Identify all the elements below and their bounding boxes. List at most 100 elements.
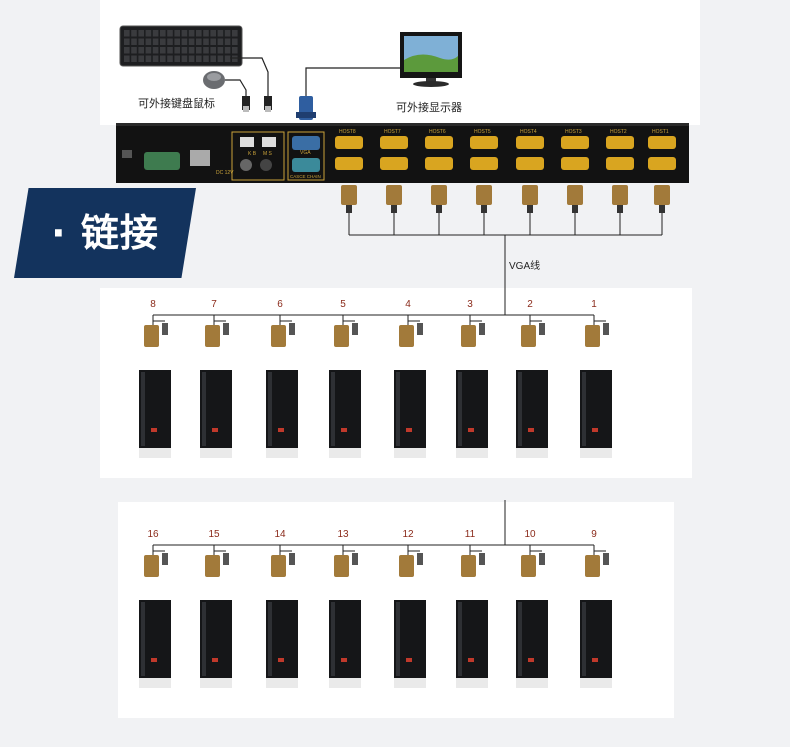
computer-tower-icon bbox=[139, 600, 171, 688]
kvm-port-label: HOST2 bbox=[610, 129, 627, 135]
vga-port-icon bbox=[380, 157, 408, 170]
usb-kb-label: K B bbox=[248, 151, 257, 157]
vga-port-icon bbox=[606, 136, 634, 149]
computer-tower-icon bbox=[456, 370, 488, 458]
kvm-port-label: HOST8 bbox=[339, 129, 356, 135]
cascade-label: CASCE CHAIN bbox=[290, 174, 321, 179]
dc-label: DC 12V bbox=[216, 170, 234, 176]
cascade-port-icon bbox=[292, 158, 320, 172]
computer-tower-icon bbox=[516, 370, 548, 458]
computer-tower-icon bbox=[139, 370, 171, 458]
vga-port-icon bbox=[335, 136, 363, 149]
vga-connector-icon bbox=[341, 185, 357, 205]
port-number: 12 bbox=[402, 529, 414, 540]
vga-connector-icon bbox=[271, 555, 286, 577]
link-badge: · 链接 bbox=[14, 188, 196, 278]
vga-port-icon bbox=[470, 157, 498, 170]
usb-plugs-icon bbox=[242, 96, 272, 112]
mouse-icon bbox=[203, 71, 225, 89]
vga-connector-icon bbox=[654, 185, 670, 205]
serial-port-icon bbox=[144, 152, 180, 170]
vga-connector-icon bbox=[399, 325, 414, 347]
keyboard-icon bbox=[119, 25, 243, 67]
vga-port-icon bbox=[561, 157, 589, 170]
usb-plug-icon bbox=[417, 553, 423, 565]
vga-connector-icon bbox=[461, 555, 476, 577]
vga-port-icon bbox=[470, 136, 498, 149]
usb-plug-icon bbox=[539, 323, 545, 335]
usb-ms-label: M S bbox=[263, 151, 273, 157]
usb-plug-icon bbox=[417, 323, 423, 335]
usb-plug-icon bbox=[223, 553, 229, 565]
kvm-port-label: HOST3 bbox=[565, 129, 582, 135]
row2-computers bbox=[139, 553, 612, 688]
vga-connector-icon bbox=[585, 555, 600, 577]
row1-computers bbox=[139, 323, 612, 458]
kvm-port-label: HOST6 bbox=[429, 129, 446, 135]
usb-plug-icon bbox=[162, 323, 168, 335]
computer-tower-icon bbox=[329, 600, 361, 688]
vga-connector-icon bbox=[271, 325, 286, 347]
computer-tower-icon bbox=[266, 370, 298, 458]
port-number: 14 bbox=[274, 529, 286, 540]
vga-connector-icon bbox=[334, 555, 349, 577]
vga-port-icon bbox=[516, 157, 544, 170]
computer-tower-icon bbox=[329, 370, 361, 458]
vga-connector-icon bbox=[144, 555, 159, 577]
usb-plug-icon bbox=[223, 323, 229, 335]
vga-label: VGA bbox=[300, 150, 311, 156]
usb-plug-icon bbox=[162, 553, 168, 565]
vga-out-port-icon bbox=[292, 136, 320, 150]
vga-connector-icon bbox=[334, 325, 349, 347]
port-number: 1 bbox=[591, 299, 597, 310]
port-number: 2 bbox=[527, 299, 533, 310]
kvm-port-label: HOST1 bbox=[652, 129, 669, 135]
vga-port-icon bbox=[516, 136, 544, 149]
vga-connector-icon bbox=[431, 185, 447, 205]
usb-plug-icon bbox=[539, 553, 545, 565]
monitor-icon bbox=[400, 32, 462, 87]
usb-plug-icon bbox=[479, 553, 485, 565]
computer-tower-icon bbox=[266, 600, 298, 688]
vga-connector-icon bbox=[476, 185, 492, 205]
monitor-label: 可外接显示器 bbox=[396, 102, 462, 114]
vga-connector-icon bbox=[522, 185, 538, 205]
port-number: 16 bbox=[147, 529, 159, 540]
vga-port-icon bbox=[425, 136, 453, 149]
usb-plug-icon bbox=[479, 323, 485, 335]
port-number: 15 bbox=[208, 529, 220, 540]
vga-connector-icon bbox=[205, 555, 220, 577]
port-number: 3 bbox=[467, 299, 473, 310]
computer-tower-icon bbox=[200, 600, 232, 688]
vga-port-icon bbox=[648, 136, 676, 149]
vga-connector-icon bbox=[399, 555, 414, 577]
vga-cable-bus bbox=[152, 185, 670, 555]
kvm-port-label: HOST4 bbox=[520, 129, 537, 135]
vga-port-icon bbox=[606, 157, 634, 170]
vga-connector-icon bbox=[461, 325, 476, 347]
vga-connector-icon bbox=[205, 325, 220, 347]
usb-plug-icon bbox=[603, 323, 609, 335]
keyboard-mouse-label: 可外接键盘鼠标 bbox=[138, 98, 215, 110]
computer-tower-icon bbox=[516, 600, 548, 688]
kvm-port-label: HOST7 bbox=[384, 129, 401, 135]
port-number: 10 bbox=[524, 529, 536, 540]
usb-cables bbox=[225, 57, 269, 98]
vga-connector-icon bbox=[521, 325, 536, 347]
vga-port-icon bbox=[380, 136, 408, 149]
port-number: 9 bbox=[591, 529, 597, 540]
monitor-cable bbox=[296, 67, 400, 120]
usb-plug-icon bbox=[352, 323, 358, 335]
usb-plug-icon bbox=[352, 553, 358, 565]
usb-plug-icon bbox=[289, 323, 295, 335]
computer-tower-icon bbox=[580, 600, 612, 688]
usb-plug-icon bbox=[289, 553, 295, 565]
computer-tower-icon bbox=[394, 370, 426, 458]
port-number: 7 bbox=[211, 299, 217, 310]
computer-tower-icon bbox=[580, 370, 612, 458]
ethernet-port-icon bbox=[190, 150, 210, 166]
port-number: 13 bbox=[337, 529, 349, 540]
computer-tower-icon bbox=[394, 600, 426, 688]
